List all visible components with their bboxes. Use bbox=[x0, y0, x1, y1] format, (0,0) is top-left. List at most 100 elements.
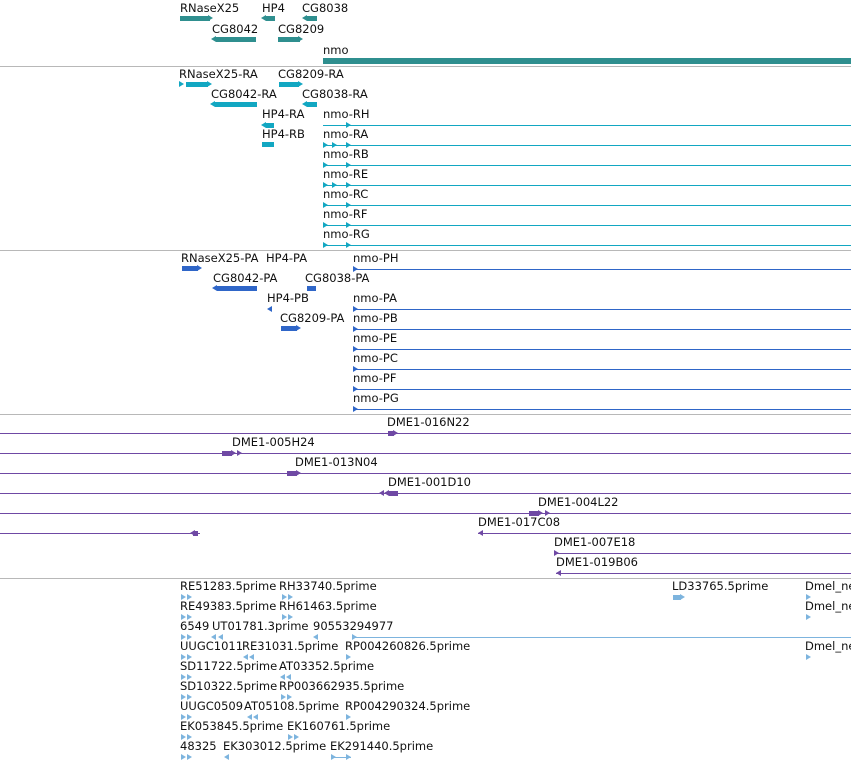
protein-label[interactable]: RNaseX25-PA bbox=[181, 251, 259, 265]
transcript-feature[interactable] bbox=[279, 82, 299, 87]
protein-label[interactable]: HP4-PB bbox=[267, 291, 309, 305]
transcript-label[interactable]: HP4-RA bbox=[262, 107, 305, 121]
clone-feature[interactable] bbox=[222, 451, 232, 456]
protein-label[interactable]: nmo-PC bbox=[353, 351, 398, 365]
clone-label[interactable]: DME1-013N04 bbox=[295, 455, 378, 469]
est-label[interactable]: Dmel_ne bbox=[805, 579, 851, 593]
transcript-feature[interactable] bbox=[186, 82, 208, 87]
gene-label[interactable]: CG8042 bbox=[212, 22, 259, 36]
clone-label[interactable]: DME1-017C08 bbox=[478, 515, 561, 529]
clone-feature[interactable] bbox=[193, 531, 198, 536]
clone-feature[interactable] bbox=[389, 491, 398, 496]
clone-feature[interactable] bbox=[0, 473, 851, 474]
transcript-label[interactable]: nmo-RE bbox=[323, 167, 369, 181]
est-feature[interactable] bbox=[673, 595, 681, 600]
clone-feature[interactable] bbox=[554, 553, 851, 554]
gene-feature[interactable] bbox=[323, 58, 851, 64]
clone-feature[interactable] bbox=[0, 533, 200, 534]
est-label[interactable]: UUGC0509 bbox=[180, 699, 244, 713]
gene-feature[interactable] bbox=[278, 37, 300, 42]
est-label[interactable]: RP004290324.5prime bbox=[345, 699, 471, 713]
gene-feature[interactable] bbox=[307, 16, 317, 21]
clone-feature[interactable] bbox=[556, 573, 851, 574]
est-feature[interactable] bbox=[331, 757, 351, 758]
transcript-feature[interactable] bbox=[323, 145, 851, 146]
clone-label[interactable]: DME1-001D10 bbox=[388, 475, 471, 489]
protein-feature[interactable] bbox=[307, 286, 316, 291]
protein-feature[interactable] bbox=[353, 269, 851, 270]
est-label[interactable]: EK053845.5prime bbox=[180, 719, 284, 733]
clone-label[interactable]: DME1-005H24 bbox=[232, 435, 315, 449]
protein-feature[interactable] bbox=[182, 266, 198, 271]
transcript-label[interactable]: nmo-RH bbox=[323, 107, 370, 121]
transcript-feature[interactable] bbox=[323, 225, 851, 226]
est-label[interactable]: RH61463.5prime bbox=[279, 599, 377, 613]
est-label[interactable]: 6549 bbox=[180, 619, 210, 633]
transcript-label[interactable]: CG8042-RA bbox=[211, 87, 277, 101]
clone-feature[interactable] bbox=[0, 433, 851, 434]
est-label[interactable]: SD11722.5prime bbox=[180, 659, 278, 673]
gene-feature[interactable] bbox=[266, 16, 275, 21]
transcript-feature[interactable] bbox=[215, 102, 257, 107]
clone-feature[interactable] bbox=[478, 533, 851, 534]
gene-label[interactable]: CG8038 bbox=[302, 1, 349, 15]
est-label[interactable]: UT01781.3prime bbox=[212, 619, 309, 633]
transcript-label[interactable]: nmo-RB bbox=[323, 147, 369, 161]
clone-feature[interactable] bbox=[529, 511, 539, 516]
protein-feature[interactable] bbox=[353, 329, 851, 330]
transcript-label[interactable]: CG8209-RA bbox=[278, 67, 344, 81]
est-label[interactable]: 90553294977 bbox=[313, 619, 394, 633]
protein-label[interactable]: CG8042-PA bbox=[213, 271, 278, 285]
est-label[interactable]: UUGC1011 bbox=[180, 639, 244, 653]
est-label[interactable]: RE49383.5prime bbox=[180, 599, 277, 613]
protein-feature[interactable] bbox=[353, 349, 851, 350]
transcript-feature[interactable] bbox=[323, 245, 851, 246]
protein-label[interactable]: nmo-PB bbox=[353, 311, 398, 325]
clone-label[interactable]: DME1-016N22 bbox=[387, 415, 470, 429]
transcript-label[interactable]: RNaseX25-RA bbox=[179, 67, 258, 81]
est-feature[interactable] bbox=[352, 637, 851, 638]
est-label[interactable]: LD33765.5prime bbox=[672, 579, 769, 593]
est-label[interactable]: RP004260826.5prime bbox=[345, 639, 471, 653]
transcript-feature[interactable] bbox=[262, 142, 274, 147]
est-label[interactable]: Dmel_ne bbox=[805, 639, 851, 653]
protein-label[interactable]: nmo-PF bbox=[353, 371, 397, 385]
protein-label[interactable]: nmo-PA bbox=[353, 291, 397, 305]
transcript-feature[interactable] bbox=[323, 125, 851, 126]
protein-feature[interactable] bbox=[281, 326, 297, 331]
transcript-feature[interactable] bbox=[323, 165, 851, 166]
clone-feature[interactable] bbox=[0, 453, 851, 454]
gene-label[interactable]: CG8209 bbox=[278, 22, 325, 36]
protein-feature[interactable] bbox=[217, 286, 257, 291]
clone-feature[interactable] bbox=[0, 513, 851, 514]
protein-feature[interactable] bbox=[353, 309, 851, 310]
protein-label[interactable]: CG8209-PA bbox=[280, 311, 345, 325]
transcript-feature[interactable] bbox=[266, 123, 274, 128]
protein-label[interactable]: HP4-PA bbox=[266, 251, 308, 265]
protein-label[interactable]: nmo-PE bbox=[353, 331, 398, 345]
transcript-label[interactable]: nmo-RG bbox=[323, 227, 370, 241]
est-label[interactable]: Dmel_ne bbox=[805, 599, 851, 613]
protein-feature[interactable] bbox=[353, 409, 851, 410]
protein-feature[interactable] bbox=[353, 369, 851, 370]
clone-feature[interactable] bbox=[388, 431, 394, 436]
transcript-feature[interactable] bbox=[307, 102, 317, 107]
gene-label[interactable]: RNaseX25 bbox=[180, 1, 240, 15]
transcript-label[interactable]: nmo-RF bbox=[323, 207, 368, 221]
protein-feature[interactable] bbox=[353, 389, 851, 390]
protein-label[interactable]: nmo-PG bbox=[353, 391, 399, 405]
est-label[interactable]: AT05108.5prime bbox=[244, 699, 340, 713]
transcript-feature[interactable] bbox=[323, 205, 851, 206]
transcript-label[interactable]: CG8038-RA bbox=[302, 87, 368, 101]
est-label[interactable]: 48325 bbox=[180, 739, 217, 753]
est-label[interactable]: EK303012.5prime bbox=[223, 739, 327, 753]
gene-label[interactable]: HP4 bbox=[262, 1, 285, 15]
gene-feature[interactable] bbox=[180, 16, 210, 21]
protein-label[interactable]: nmo-PH bbox=[353, 251, 399, 265]
clone-label[interactable]: DME1-004L22 bbox=[538, 495, 619, 509]
est-label[interactable]: RP003662935.5prime bbox=[279, 679, 405, 693]
est-label[interactable]: SD10322.5prime bbox=[180, 679, 278, 693]
transcript-label[interactable]: nmo-RC bbox=[323, 187, 369, 201]
est-label[interactable]: RE51283.5prime bbox=[180, 579, 277, 593]
est-label[interactable]: RE31031.5prime bbox=[242, 639, 339, 653]
